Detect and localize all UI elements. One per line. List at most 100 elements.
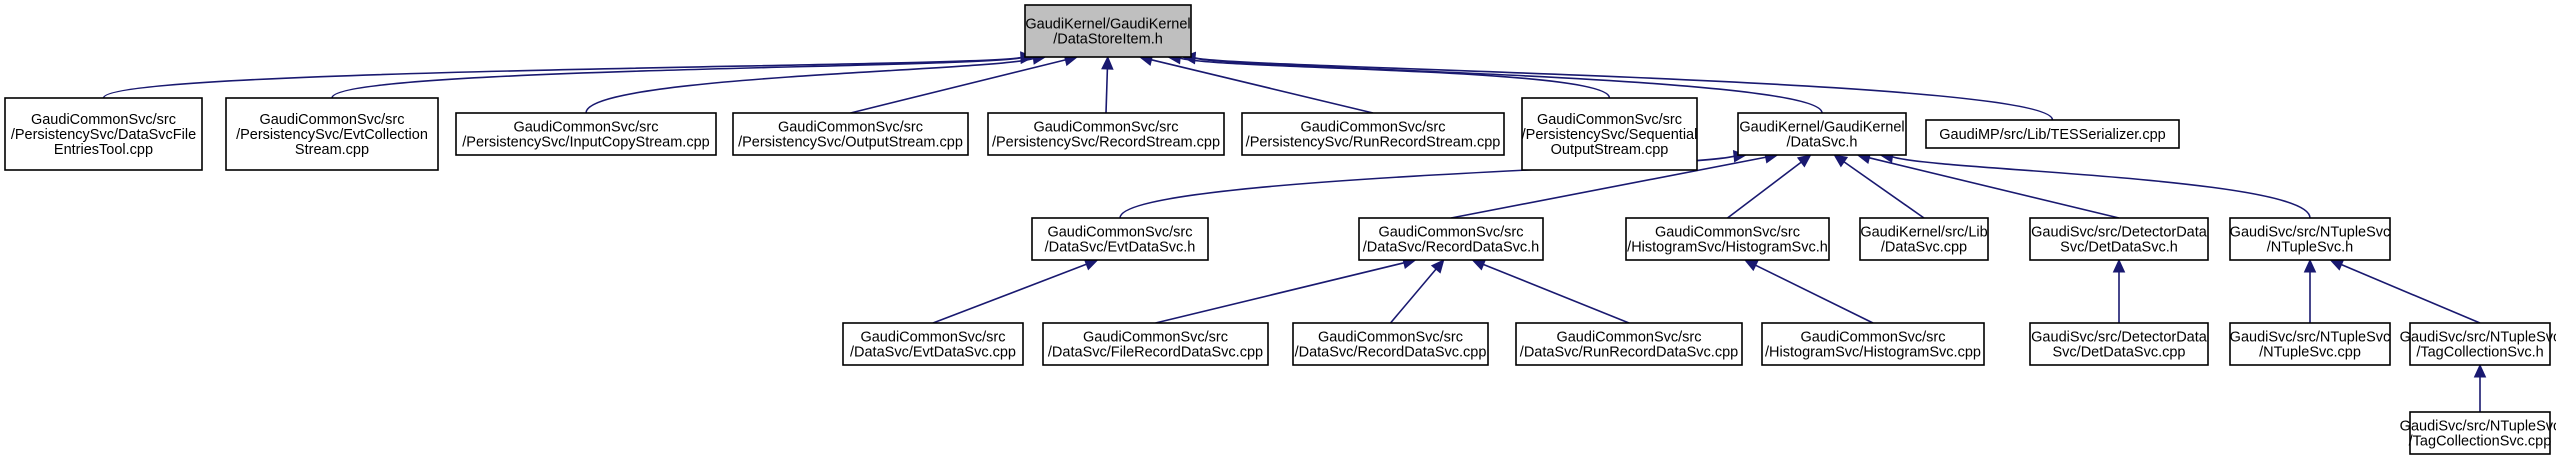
edge-n2-to-root [331,56,1022,99]
node-box [455,112,717,156]
node-label-line: /PersistencySvc/RunRecordStream.cpp [1246,135,1501,151]
node-box [4,97,203,171]
node-label-line: /HistogramSvc/HistogramSvc.h [1627,240,1828,256]
node-gaudicommonsvc-src-datasvc-recorddatasvc-cpp[interactable]: GaudiCommonSvc/src/DataSvc/RecordDataSvc… [1292,322,1489,366]
node-gaudicommonsvc-src-datasvc-filerecorddatasvc-cpp[interactable]: GaudiCommonSvc/src/DataSvc/FileRecordDat… [1042,322,1269,366]
node-gaudicommonsvc-src-persistencysvc-runrecordstream-cpp[interactable]: GaudiCommonSvc/src/PersistencySvc/RunRec… [1241,112,1505,156]
node-box [1859,217,1989,261]
node-box [1761,322,1985,366]
node-box [1358,217,1544,261]
node-gaudicommonsvc-src-histogramsvc-histogramsvc-h[interactable]: GaudiCommonSvc/src/HistogramSvc/Histogra… [1625,217,1830,261]
node-label-line: GaudiCommonSvc/src [1800,330,1945,346]
edge-n1-to-root [102,56,1022,99]
node-gaudisvc-src-ntuplesvc-tagcollectionsvc-h[interactable]: GaudiSvc/src/NTupleSvc/TagCollectionSvc.… [2400,322,2556,366]
node-gaudikernel-gaudikernel-datastoreitem-h[interactable]: GaudiKernel/GaudiKernel/DataStoreItem.h [1024,4,1192,58]
node-label-line: Svc/DetDataSvc.cpp [2053,345,2186,361]
edge-n9-to-root [1194,57,2054,121]
node-gaudimp-src-lib-tesserializer-cpp[interactable]: GaudiMP/src/Lib/TESSerializer.cpp [1925,119,2180,149]
node-box [1515,322,1743,366]
node-box [842,322,1024,366]
edge-n20-to-n12 [1755,264,1874,324]
node-box [1521,97,1698,171]
node-gaudicommonsvc-src-datasvc-evtdatasvc-cpp[interactable]: GaudiCommonSvc/src/DataSvc/EvtDataSvc.cp… [842,322,1024,366]
node-box [2029,322,2209,366]
node-label-line: /DataStoreItem.h [1053,32,1163,48]
edges-layer [102,51,2487,412]
node-label-line: GaudiSvc/src/NTupleSvc [2400,330,2556,346]
node-gaudicommonsvc-src-persistencysvc-recordstream-cpp[interactable]: GaudiCommonSvc/src/PersistencySvc/Record… [987,112,1225,156]
node-box [1031,217,1209,261]
arrowhead [1471,258,1487,271]
node-label-line: EntriesTool.cpp [54,142,153,158]
node-box [1042,322,1269,366]
node-gaudisvc-src-ntuplesvc-ntuplesvc-h[interactable]: GaudiSvc/src/NTupleSvc/NTupleSvc.h [2229,217,2391,261]
node-box [2229,217,2391,261]
node-label-line: Svc/DetDataSvc.h [2060,240,2178,256]
node-box [2409,322,2551,366]
node-label-line: GaudiCommonSvc/src [1033,120,1178,136]
node-label-line: /PersistencySvc/EvtCollection [236,127,428,143]
edge-n14-to-n8 [1869,157,2120,219]
arrowhead [2112,258,2126,273]
node-label-line: Stream.cpp [295,142,369,158]
node-gaudicommonsvc-src-persistencysvc-inputcopystream-cpp[interactable]: GaudiCommonSvc/src/PersistencySvc/InputC… [455,112,717,156]
node-gaudicommonsvc-src-persistencysvc-evtcollectionstream-cpp[interactable]: GaudiCommonSvc/src/PersistencySvc/EvtCol… [225,97,439,171]
edge-n6-to-root [1151,59,1374,114]
node-gaudicommonsvc-src-datasvc-evtdatasvc-h[interactable]: GaudiCommonSvc/src/DataSvc/EvtDataSvc.h [1031,217,1209,261]
arrowhead [2303,258,2317,273]
node-box [987,112,1225,156]
node-label-line: /DataSvc.cpp [1881,240,1967,256]
node-gaudicommonsvc-src-persistencysvc-sequentialoutputstream-cpp[interactable]: GaudiCommonSvc/src/PersistencySvc/Sequen… [1521,97,1698,171]
node-label-line: /PersistencySvc/DataSvcFile [11,127,196,143]
node-label-line: GaudiSvc/src/NTupleSvc [2400,419,2556,435]
node-box [1925,119,2180,149]
node-box [225,97,439,171]
edge-n12-to-n8 [1727,161,1802,219]
node-box [1241,112,1505,156]
node-box [1737,112,1907,156]
node-label-line: GaudiSvc/src/NTupleSvc [2230,225,2391,241]
node-label-line: /PersistencySvc/InputCopyStream.cpp [462,135,709,151]
arrowhead [1430,259,1445,274]
node-label-line: /PersistencySvc/Sequential [1522,127,1698,143]
edge-n11-to-n8 [1450,156,1766,219]
node-label-line: GaudiCommonSvc/src [1378,225,1523,241]
node-label-line: /DataSvc/RecordDataSvc.cpp [1295,345,1487,361]
node-label-line: GaudiCommonSvc/src [1556,330,1701,346]
node-gaudisvc-src-detectordatasvc-detdatasvc-cpp[interactable]: GaudiSvc/src/DetectorDataSvc/DetDataSvc.… [2029,322,2209,366]
edge-n19-to-n11 [1483,263,1630,324]
node-label-line: /PersistencySvc/OutputStream.cpp [738,135,963,151]
node-box [732,112,969,156]
node-label-line: /TagCollectionSvc.cpp [2409,434,2552,450]
node-gaudicommonsvc-src-persistencysvc-outputstream-cpp[interactable]: GaudiCommonSvc/src/PersistencySvc/Output… [732,112,969,156]
node-label-line: GaudiCommonSvc/src [259,112,404,128]
node-label-line: GaudiCommonSvc/src [1047,225,1192,241]
edge-n23-to-n15 [2341,263,2481,324]
node-box [1292,322,1489,366]
node-gaudicommonsvc-src-datasvc-runrecorddatasvc-cpp[interactable]: GaudiCommonSvc/src/DataSvc/RunRecordData… [1515,322,1743,366]
node-gaudisvc-src-detectordatasvc-detdatasvc-h[interactable]: GaudiSvc/src/DetectorDataSvc/DetDataSvc.… [2029,217,2209,261]
arrowhead [1743,259,1759,272]
node-label-line: /DataSvc/RunRecordDataSvc.cpp [1520,345,1738,361]
node-label-line: GaudiCommonSvc/src [1300,120,1445,136]
node-gaudikernel-src-lib-datasvc-cpp[interactable]: GaudiKernel/src/Lib/DataSvc.cpp [1859,217,1989,261]
arrowhead [1101,55,1114,70]
node-gaudisvc-src-ntuplesvc-ntuplesvc-cpp[interactable]: GaudiSvc/src/NTupleSvc/NTupleSvc.cpp [2229,322,2391,366]
node-label-line: /DataSvc/EvtDataSvc.cpp [850,345,1016,361]
node-label-line: GaudiCommonSvc/src [513,120,658,136]
edge-n7-to-root [1179,57,1611,99]
edge-n3-to-root [585,57,1034,114]
node-box [2409,411,2551,455]
node-gaudikernel-gaudikernel-datasvc-h[interactable]: GaudiKernel/GaudiKernel/DataSvc.h [1737,112,1907,156]
arrowhead [1833,154,1849,168]
node-gaudicommonsvc-src-persistencysvc-datasvcfileentriestool-cpp[interactable]: GaudiCommonSvc/src/PersistencySvc/DataSv… [4,97,203,171]
node-gaudisvc-src-ntuplesvc-tagcollectionsvc-cpp[interactable]: GaudiSvc/src/NTupleSvc/TagCollectionSvc.… [2400,411,2556,455]
nodes-layer: GaudiKernel/GaudiKernel/DataStoreItem.hG… [4,4,2556,455]
node-label-line: /PersistencySvc/RecordStream.cpp [992,135,1220,151]
node-label-line: /NTupleSvc.h [2267,240,2354,256]
node-label-line: /DataSvc.h [1787,135,1858,151]
node-box [1024,4,1192,58]
node-gaudicommonsvc-src-datasvc-recorddatasvc-h[interactable]: GaudiCommonSvc/src/DataSvc/RecordDataSvc… [1358,217,1544,261]
node-box [2029,217,2209,261]
node-gaudicommonsvc-src-histogramsvc-histogramsvc-cpp[interactable]: GaudiCommonSvc/src/HistogramSvc/Histogra… [1761,322,1985,366]
